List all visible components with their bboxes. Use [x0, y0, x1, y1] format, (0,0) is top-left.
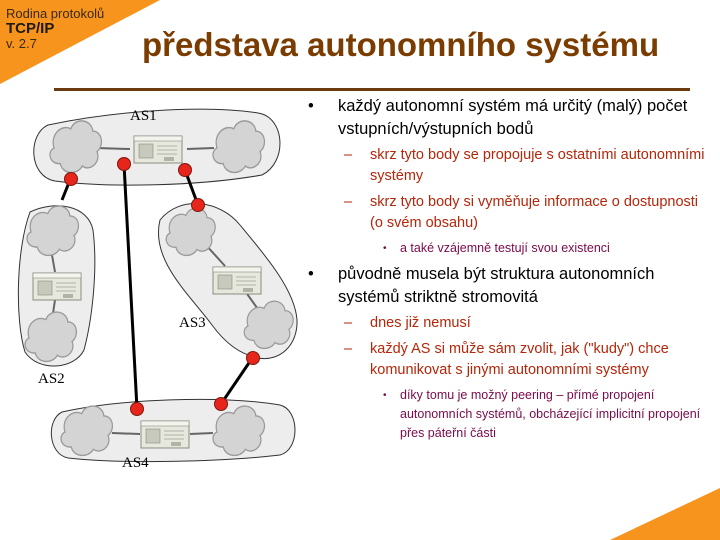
bullet-2-2-1-text: díky tomu je možný peering – přímé propo… — [400, 388, 701, 440]
dash-marker: – — [344, 194, 353, 210]
bullet-2-1: – dnes již nemusí — [306, 313, 710, 334]
bullet-1-1-text: skrz tyto body se propojuje s ostatními … — [370, 147, 705, 184]
as4-internal-link-left — [111, 432, 141, 435]
bullet-marker: • — [308, 97, 314, 115]
series-line-1: Rodina protokolů — [6, 6, 105, 21]
dash-marker: – — [344, 341, 353, 357]
border-point-as1-left — [64, 172, 78, 186]
bullet-2-2: – každý AS si může sám zvolit, jak ("kudy… — [306, 339, 710, 381]
as1-internal-link-right — [186, 147, 215, 150]
router-as1 — [133, 135, 183, 164]
router-as3 — [212, 266, 262, 295]
bullet-marker: • — [308, 265, 314, 283]
border-point-as3-bottom — [246, 351, 260, 365]
label-as3: AS3 — [179, 315, 206, 331]
small-bullet-marker: • — [383, 243, 387, 254]
title-underline — [54, 88, 690, 91]
small-bullet-marker: • — [383, 390, 387, 401]
series-label: Rodina protokolů TCP/IP v. 2.7 — [6, 6, 104, 51]
bullet-2-2-text: každý AS si může sám zvolit, jak ("kudy"… — [370, 341, 669, 378]
border-point-as1-right — [178, 163, 192, 177]
bullet-1: • každý autonomní systém má určitý (malý)… — [306, 95, 710, 141]
bullet-2: • původně musela být struktura autonomníc… — [306, 263, 710, 309]
border-point-as3-top — [191, 198, 205, 212]
border-point-as4-left — [130, 402, 144, 416]
series-line-3: v. 2.7 — [6, 36, 37, 51]
router-as4 — [140, 420, 190, 449]
bullet-2-text: původně musela být struktura autonomních… — [338, 265, 655, 306]
bullet-1-2-1: • a také vzájemně testují svou existenci — [306, 239, 710, 258]
link-as1-as4 — [122, 163, 139, 410]
bullet-1-text: každý autonomní systém má určitý (malý) … — [338, 97, 688, 138]
border-point-as4-right — [214, 397, 228, 411]
bullet-1-2-1-text: a také vzájemně testují svou existenci — [400, 241, 610, 255]
border-point-as1-mid — [117, 157, 131, 171]
link-as3-as4 — [219, 356, 255, 405]
series-line-2: TCP/IP — [6, 20, 55, 37]
router-as2 — [32, 272, 82, 301]
label-as4: AS4 — [122, 455, 149, 471]
label-as2: AS2 — [38, 371, 65, 387]
bullet-2-1-text: dnes již nemusí — [370, 315, 471, 331]
dash-marker: – — [344, 147, 353, 163]
bullet-1-2-text: skrz tyto body si vyměňuje informace o d… — [370, 194, 699, 231]
as2-internal-link-top — [51, 254, 56, 273]
as4-internal-link-right — [189, 432, 214, 435]
dash-marker: – — [344, 315, 353, 331]
as-diagram: AS1 AS2 AS3 AS4 — [17, 108, 298, 471]
slide-title: představa autonomního systému — [142, 26, 660, 63]
bullet-1-2: – skrz tyto body si vyměňuje informace o … — [306, 192, 710, 234]
bullet-1-1: – skrz tyto body se propojuje s ostatními… — [306, 145, 710, 187]
corner-decoration-top-left — [0, 0, 160, 84]
bullet-content: • každý autonomní systém má určitý (malý)… — [306, 95, 710, 448]
as1-internal-link-left — [95, 147, 131, 150]
corner-decoration-bottom-right — [610, 488, 720, 540]
label-as1: AS1 — [130, 108, 157, 124]
bullet-2-2-1: • díky tomu je možný peering – přímé prop… — [306, 386, 710, 443]
